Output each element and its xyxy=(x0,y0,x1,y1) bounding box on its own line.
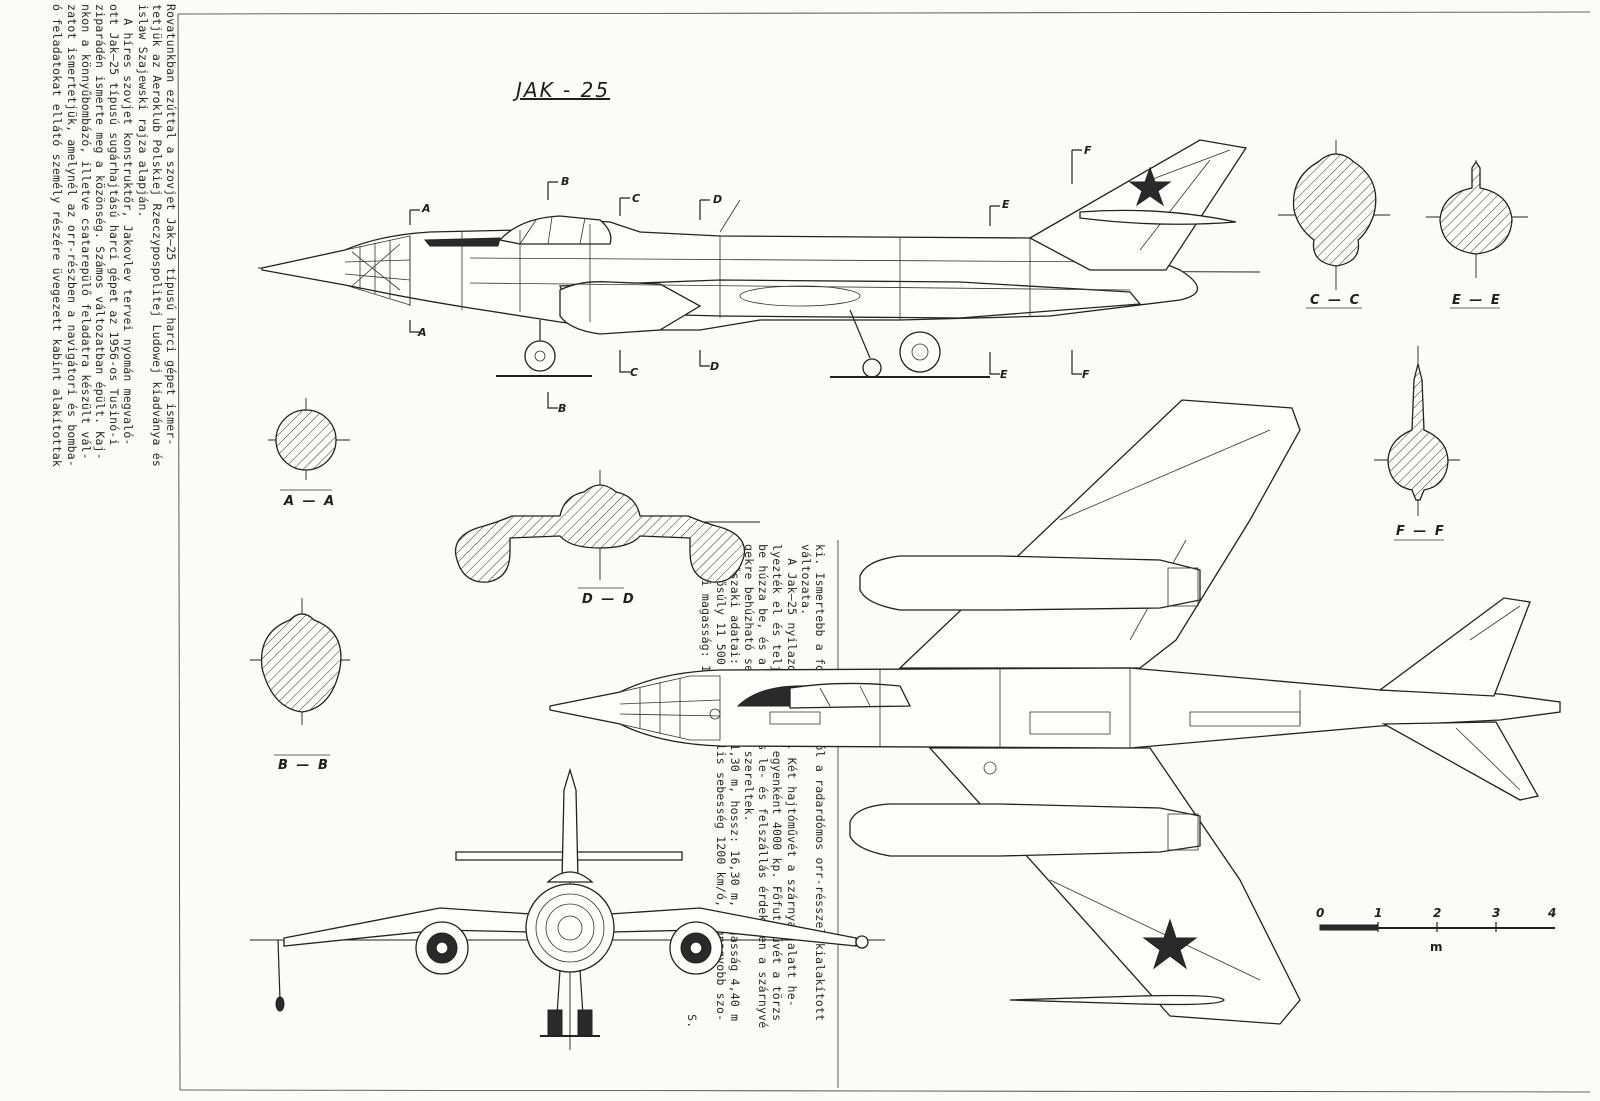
side-view xyxy=(257,139,1261,409)
top-border-line xyxy=(177,11,1591,15)
section-bb xyxy=(250,598,350,756)
left-border-line xyxy=(177,13,181,1091)
section-ff xyxy=(1374,346,1460,541)
section-aa xyxy=(268,398,350,491)
front-view xyxy=(250,767,885,1050)
scale-bar xyxy=(1319,922,1555,932)
section-dd xyxy=(454,470,760,589)
section-cc xyxy=(1278,140,1390,309)
bottom-border-line xyxy=(179,1089,1591,1093)
section-ee xyxy=(1426,160,1528,309)
plan-view xyxy=(549,399,1561,1025)
